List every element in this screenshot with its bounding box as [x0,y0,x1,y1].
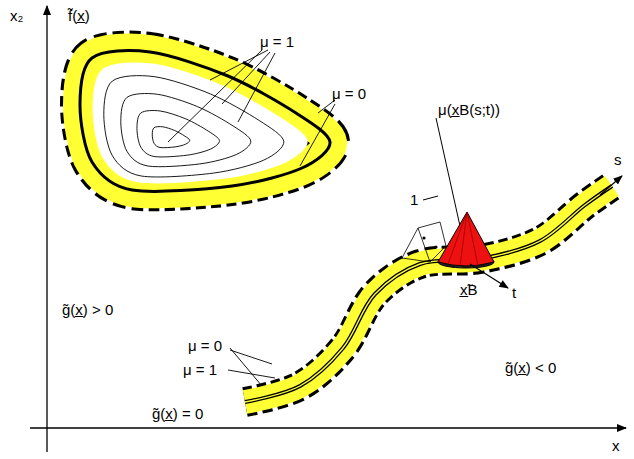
leader-line [222,52,270,104]
x-axis [30,427,626,428]
axis-label: x₂ [10,8,23,23]
contour-line [137,110,220,156]
band-yellow [245,186,612,402]
leader-line [228,370,275,378]
membership-function-label: μ(x̲B(s;t)) [438,102,500,117]
contour-line [152,127,190,148]
region-label: g̃(x̲) < 0 [505,360,556,375]
cone-ridge [448,212,478,266]
point-label: x̲̃B [458,282,480,297]
boundary-label: g̃(x̲) = 0 [152,406,203,421]
sketch-dot [434,245,437,248]
membership-label: μ = 0 [332,86,366,101]
membership-label: μ = 1 [183,362,217,377]
membership-label: μ = 0 [188,338,222,353]
leader-line [168,50,262,142]
membership-cone [438,212,494,266]
band-outer-dashed [245,186,612,402]
band-interior [93,62,308,183]
leader-line [230,350,272,364]
leader-line [230,348,262,386]
leader-line [238,53,275,122]
tick-label: 1 [410,192,418,207]
membership-label: μ = 1 [260,34,294,49]
axis-label: x [612,438,620,453]
sketch-dot [422,236,425,239]
axis-label: t [512,285,516,300]
band-yellow [80,51,330,192]
leader-line [300,104,335,166]
contour-line [121,94,251,167]
one-tick [423,196,438,200]
s-axis [600,176,622,195]
membership-one-line [80,51,330,192]
leader-line [210,50,268,80]
sketch-plane [402,222,446,262]
x2-axis [46,6,47,452]
function-label: f̃(x̲) [68,8,90,23]
axis-label: s [614,152,622,167]
leader-line [318,100,335,113]
band-inner-gap [245,186,612,402]
contour-line [104,76,284,177]
band-outer-dashed [80,51,330,192]
region-label: g̃(x̲) > 0 [62,302,113,317]
band-inner-line [245,186,612,402]
